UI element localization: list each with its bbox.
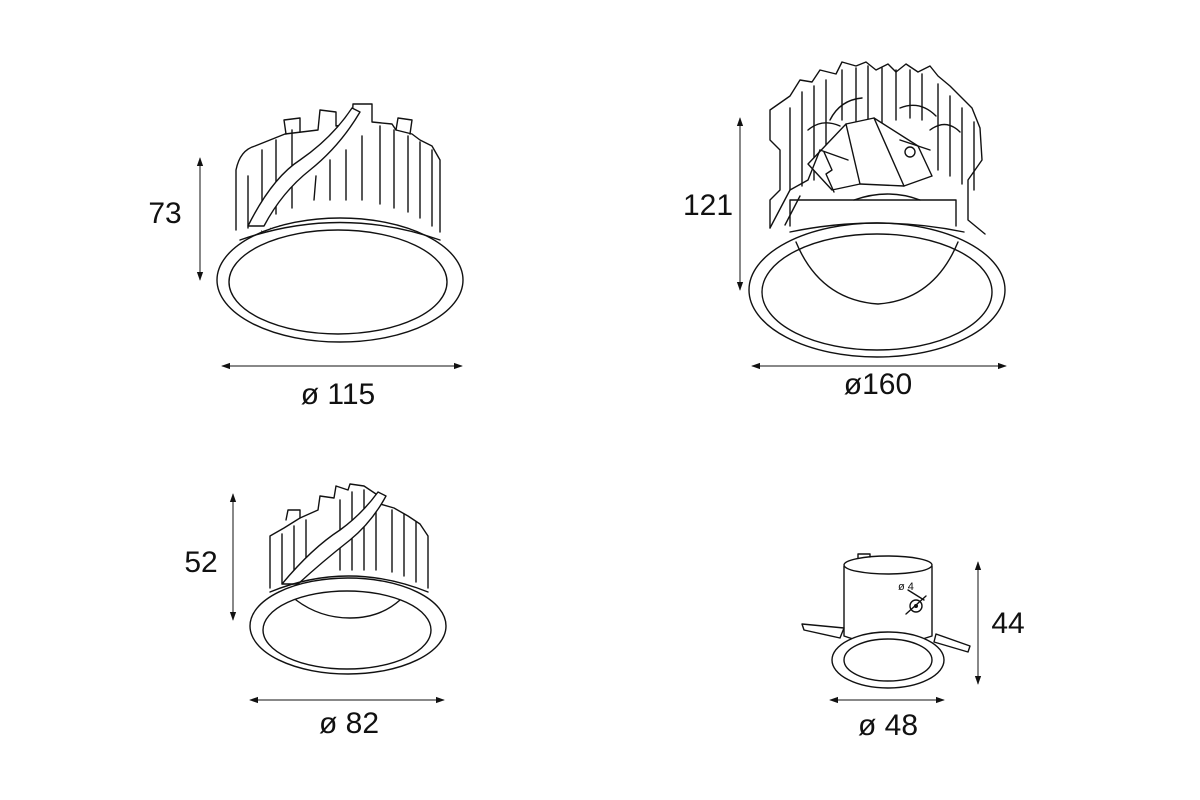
diameter-label: ø160 bbox=[844, 368, 912, 401]
trim-ring-inner bbox=[843, 638, 933, 682]
side-marking: ø 4 bbox=[898, 581, 914, 593]
mounting-spring bbox=[247, 107, 361, 227]
reflector-cone bbox=[795, 241, 959, 305]
driver-bracket bbox=[807, 117, 933, 191]
height-label: 44 bbox=[991, 607, 1024, 640]
heat-sink-fins bbox=[235, 103, 441, 233]
trim-ring-inner bbox=[228, 229, 448, 335]
fixture-115-drawing: 73 ø 115 bbox=[148, 103, 464, 411]
fixture-48-drawing: ø 4 44 ø 48 bbox=[801, 553, 1025, 742]
spring-clip bbox=[769, 149, 821, 229]
trim-ring-outer bbox=[748, 222, 1006, 358]
trim-ring-outer bbox=[831, 631, 945, 689]
spring-coil bbox=[823, 151, 835, 193]
reflector-cone bbox=[295, 599, 401, 619]
adjust-knob-icon bbox=[909, 599, 923, 613]
trim-ring-inner bbox=[262, 590, 432, 670]
spring-wing-left bbox=[801, 623, 845, 639]
height-label: 52 bbox=[184, 546, 217, 579]
trim-ring-outer bbox=[216, 217, 464, 343]
screw-icon bbox=[904, 146, 916, 158]
mounting-spring bbox=[281, 491, 387, 585]
trim-top-edge bbox=[239, 221, 441, 241]
heat-sink-fins bbox=[769, 61, 986, 235]
height-label: 73 bbox=[148, 197, 181, 230]
diameter-label: ø 115 bbox=[301, 378, 376, 411]
fixture-82-drawing: 52 ø 82 bbox=[184, 483, 447, 740]
cylinder-top bbox=[843, 555, 933, 575]
height-label: 121 bbox=[683, 189, 733, 222]
trim-ring-outer bbox=[249, 577, 447, 675]
fixture-160-drawing: 121 ø160 bbox=[683, 61, 1007, 401]
trim-ring-inner bbox=[761, 233, 993, 351]
diameter-label: ø 48 bbox=[858, 709, 918, 742]
diameter-label: ø 82 bbox=[319, 707, 379, 740]
spring-wing-right bbox=[933, 633, 971, 653]
